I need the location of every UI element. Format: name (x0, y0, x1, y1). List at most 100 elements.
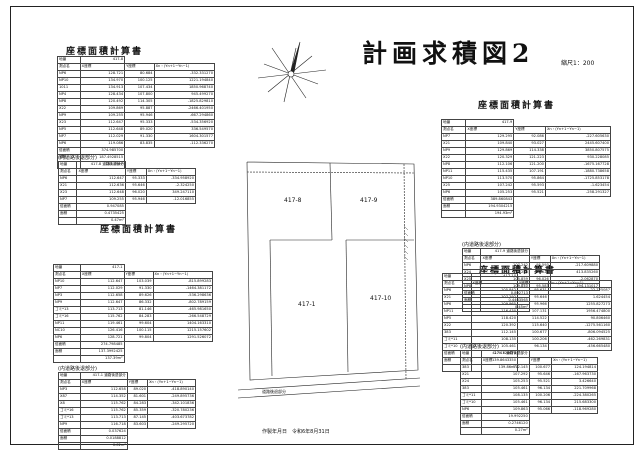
creation-date: 作製年月日 令和6年8月31日 (262, 429, 330, 435)
table-cell: -332.331270 (153, 70, 216, 78)
table-cell: Xn・(Yn+1−Yn−1) (551, 357, 598, 365)
table-cell: 倍面積 (461, 290, 482, 298)
table-cell: 108.135 (480, 392, 530, 400)
table-cell: 93.027 (513, 140, 546, 148)
table-cell: 113.713 (79, 414, 128, 422)
table-cell: 倍面積 (53, 341, 81, 349)
table-cell: -462.269831 (547, 336, 613, 344)
table-cell: 137.39m² (79, 355, 125, 363)
table-cell: 95.864 (513, 175, 546, 183)
table-cell: X22 (440, 154, 467, 162)
table-cell: -1464.381172 (152, 285, 214, 293)
table-caption: (内道路後退部分) (58, 155, 97, 161)
table-cell: 95.946 (124, 196, 147, 204)
parcel-label-417-10: 417-10 (370, 295, 391, 302)
table-cell: NP9 (58, 421, 81, 429)
table-cell: 89.020 (124, 126, 155, 134)
table-cell: NP5 (442, 315, 472, 323)
table-cell: 112.647 (79, 278, 125, 286)
table-cell: 84.283 (123, 313, 154, 321)
parcel-label-417-8: 417-8 (284, 197, 302, 204)
table-cell: X座標 (480, 357, 530, 365)
table-cell: 95.946 (124, 112, 155, 120)
table-cell: 112.145 (470, 329, 519, 337)
scale-label: 縮尺1：200 (561, 60, 595, 67)
table-cell: 95.646 (124, 182, 147, 190)
table-cell: -167.963730 (551, 371, 598, 379)
table-cell: 85.359 (126, 407, 149, 415)
table-cell: NP6 (57, 140, 81, 148)
table-cell: 413.835260 (549, 269, 601, 277)
table-cell: 19.992250 (480, 413, 530, 421)
table-cell: -342.101836 (147, 400, 196, 408)
table-cell: 389.860843 (465, 196, 515, 204)
table-cell: 105.859 (480, 276, 530, 284)
table-cell: 115.762 (79, 313, 125, 321)
table-cell (440, 210, 467, 218)
table-cell: NP4 (57, 91, 81, 99)
table-cell: 3850.807575 (544, 147, 612, 155)
table-cell: NP6 (440, 189, 467, 197)
total-row: 0.45m² (461, 304, 600, 312)
table-cell: X23 (57, 189, 78, 197)
table-cell: X24 (461, 269, 482, 277)
table-cell: 417-10 道路後退部分 (480, 350, 530, 358)
total-row: 0.02m² (58, 442, 196, 450)
table-cell: 107.242 (480, 262, 530, 270)
table-caption: (内道路後退部分) (460, 344, 499, 350)
table-cell: NP11 (53, 320, 81, 328)
table-cell: 107.242 (465, 182, 515, 190)
table-cell: 118.420 (470, 315, 519, 323)
table-cell: Y座標 (124, 63, 155, 71)
table-cell: X21 (440, 140, 467, 148)
table-cell: 95.521 (513, 189, 546, 197)
table-cell: 87.145 (126, 414, 149, 422)
table-cell: 100.677 (517, 329, 549, 337)
table-cell: 89.020 (126, 386, 149, 394)
table-cell: 113.713 (79, 306, 125, 314)
table-cell: 137.3992425 (79, 348, 125, 356)
table-cell: 107.191 (513, 168, 546, 176)
table-cell: 面積 (440, 203, 467, 211)
table-cell: 測点名 (460, 357, 482, 365)
table-cell: 95.887 (124, 105, 155, 113)
table-cell: Y座標 (126, 379, 149, 387)
table-cell: 112.106 (465, 161, 515, 169)
table-cell: 134.970 (79, 77, 126, 85)
table-cell: 91.330 (123, 285, 154, 293)
table-cell: 128.434 (79, 91, 126, 99)
table-cell: 100.125 (124, 77, 155, 85)
table-cell: X座標 (79, 271, 125, 279)
table-cell: 95.333 (124, 119, 155, 127)
table-cell: 95.583 (528, 283, 551, 291)
